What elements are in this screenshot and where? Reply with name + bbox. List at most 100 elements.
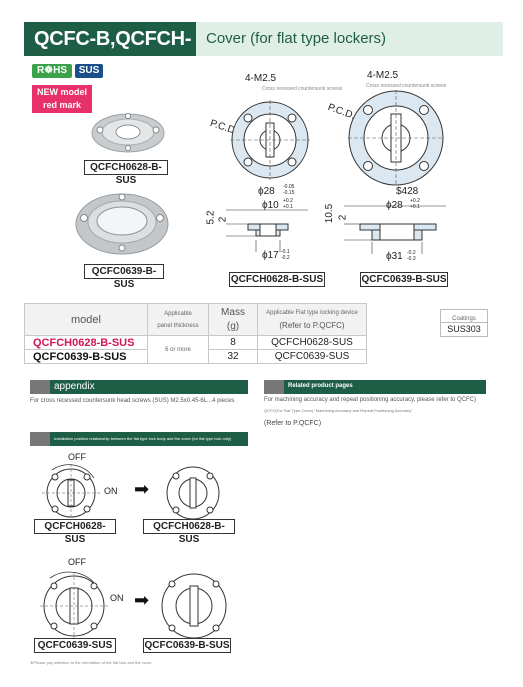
row1-model: QCFCH0628-B-SUS [24, 335, 148, 350]
right-top-view [348, 90, 444, 186]
col-header-model: model [24, 303, 148, 336]
small-photo-label: QCFCH0628-B-SUS [84, 160, 168, 186]
coating-header: Coatings [440, 309, 488, 323]
appendix-title: appendix [54, 381, 95, 392]
right-side-section [344, 205, 446, 254]
left-dia-inner-tol-bot: +0.1 [283, 204, 293, 210]
right-dia-bottom: ϕ31 [386, 251, 403, 262]
related-bar: Related product pages [264, 380, 486, 394]
right-drawing-label: QCFC0639-B-SUS [360, 272, 448, 287]
right-dia-bottom-tol-bot: -0.3 [407, 256, 416, 262]
right-dia-inner-tol-bot: +0.1 [410, 204, 420, 210]
left-dia-bottom-tol-top: -0.1 [281, 249, 290, 255]
left-dia-bottom-tol-bot: -0.2 [281, 255, 290, 261]
right-screw-spec: 4-M2.5 [367, 70, 399, 81]
arrow-right-icon: ➡ [134, 479, 150, 499]
small-cover-photo [91, 113, 165, 153]
left-dia-inner-tol-top: +0.2 [283, 198, 293, 204]
coating-header-text: Coatings [452, 316, 476, 322]
install-label-top-left: QCFCH0628-SUS [34, 519, 116, 545]
left-dia-inner-value: ϕ10 [262, 200, 279, 211]
left-screw-spec: 4-M2.5 [245, 73, 277, 84]
lock-body-bottom-diagram [40, 571, 108, 640]
left-top-view [230, 100, 310, 180]
arrow-right-icon: ➡ [134, 590, 150, 610]
row2-locker: QCFC0639-SUS [257, 349, 367, 364]
related-refer: (Refer to P.QCFC) [264, 420, 322, 427]
right-dia-outer: $428 [396, 186, 419, 197]
table-row: QCFCH0628-B-SUS 6 or more 8 QCFCH0628-SU… [24, 335, 367, 364]
install-off-label-top: OFF [68, 452, 86, 462]
right-dia-bottom-value: ϕ31 [386, 251, 403, 262]
product-code-header: QCFC-B,QCFCH-B [24, 22, 196, 84]
right-screw-note: Cross recessed countersunk screws [366, 83, 447, 89]
row2-model: QCFC0639-B-SUS [24, 349, 148, 364]
spec-table-header-row: model Applicable panel thickness Mass (g… [24, 303, 367, 336]
appendix-bar: appendix [30, 380, 248, 394]
row1-locker: QCFCH0628-SUS [257, 335, 367, 350]
new-model-badge: NEW model red mark [32, 85, 92, 113]
install-title: Installation position relationship betwe… [54, 436, 232, 441]
thickness-value: 6 or more [147, 335, 209, 364]
col-header-locker-1: Applicable Flat type locking device [266, 309, 358, 316]
install-label-bottom-left: QCFC0639-SUS [34, 638, 116, 653]
install-label-bottom-right: QCFC0639-B-SUS [143, 638, 231, 653]
col-header-locker-2: (Refer to P.QCFC) [279, 320, 345, 330]
new-model-line2: red mark [42, 100, 82, 110]
right-dia-inner-tol-top: +0.2 [410, 198, 420, 204]
product-title-header: Cover (for flat type lockers) [196, 22, 503, 56]
install-bar-marker [30, 432, 50, 446]
col-header-thickness-1: Applicable [164, 310, 192, 317]
col-header-mass: Mass (g) [208, 303, 258, 336]
left-side-section [226, 209, 308, 252]
col-header-thickness-2: panel thickness [157, 322, 199, 329]
related-text: For machining accuracy and repeat positi… [264, 397, 476, 403]
right-dia-inner-tol: +0.2 +0.1 [410, 198, 420, 210]
right-dia-bottom-tol-top: -0.2 [407, 250, 416, 256]
left-dia-outer-tol: -0.05 -0.15 [283, 184, 294, 196]
right-height-total: 10.5 [324, 203, 336, 224]
left-dia-bottom-tol: -0.1 -0.2 [281, 249, 290, 261]
new-model-line1: NEW model [36, 87, 87, 97]
left-screw-note: Cross recessed countersunk screws [262, 86, 343, 92]
install-on-label-bottom: ON [110, 593, 124, 603]
install-on-label-top: ON [104, 486, 118, 496]
install-off-label-bottom: OFF [68, 557, 86, 567]
related-bar-marker [264, 380, 284, 394]
left-dia-inner-tol: +0.2 +0.1 [283, 198, 293, 210]
material-badge: SUS [75, 64, 103, 78]
install-label-top-right: QCFCH0628-B-SUS [143, 519, 235, 545]
left-dia-bottom-value: ϕ17 [262, 250, 279, 261]
large-photo-label: QCFC0639-B-SUS [84, 264, 164, 290]
row2-mass: 32 [208, 349, 258, 364]
cover-bottom-diagram [161, 573, 227, 639]
lock-body-top-diagram [42, 464, 100, 522]
right-dia-inner-value: ϕ28 [386, 200, 403, 211]
col-header-mass-1: Mass [221, 307, 245, 318]
col-header-thickness: Applicable panel thickness [147, 303, 209, 336]
row1-mass: 8 [208, 335, 258, 350]
table-row: QCFC0639-B-SUS 32 QCFC0639-SUS [24, 349, 367, 364]
left-dia-outer-value: ϕ28 [258, 186, 275, 197]
col-header-locker: Applicable Flat type locking device (Ref… [257, 303, 367, 336]
left-dia-outer-tol-bot: -0.15 [283, 190, 295, 196]
appendix-text: For cross recessed countersunk head scre… [30, 398, 235, 404]
left-dia-inner: ϕ10 [262, 200, 279, 211]
left-drawing-label: QCFCH0628-B-SUS [229, 272, 325, 287]
related-title: Related product pages [288, 383, 353, 389]
related-small: QCFC(For Flat Type Cover) "Machining Acc… [264, 408, 413, 413]
appendix-bar-marker [30, 380, 50, 394]
spec-table: model Applicable panel thickness Mass (g… [24, 303, 367, 364]
right-dia-inner: ϕ28 [386, 200, 403, 211]
install-footnote: ※Please pay attention to the orientation… [30, 660, 153, 665]
rohs-badge: R☸HS [32, 64, 72, 78]
large-cover-photo [75, 193, 169, 255]
left-height-total: 5.2 [205, 210, 217, 225]
cover-top-diagram [166, 466, 220, 520]
col-header-mass-2: (g) [226, 321, 240, 332]
install-bar: Installation position relationship betwe… [30, 432, 248, 446]
right-dia-bottom-tol: -0.2 -0.3 [407, 250, 416, 262]
left-dia-outer-tol-top: -0.05 [283, 184, 295, 190]
left-dia-bottom: ϕ17 [262, 250, 279, 261]
left-dia-outer: ϕ28 [258, 186, 275, 197]
